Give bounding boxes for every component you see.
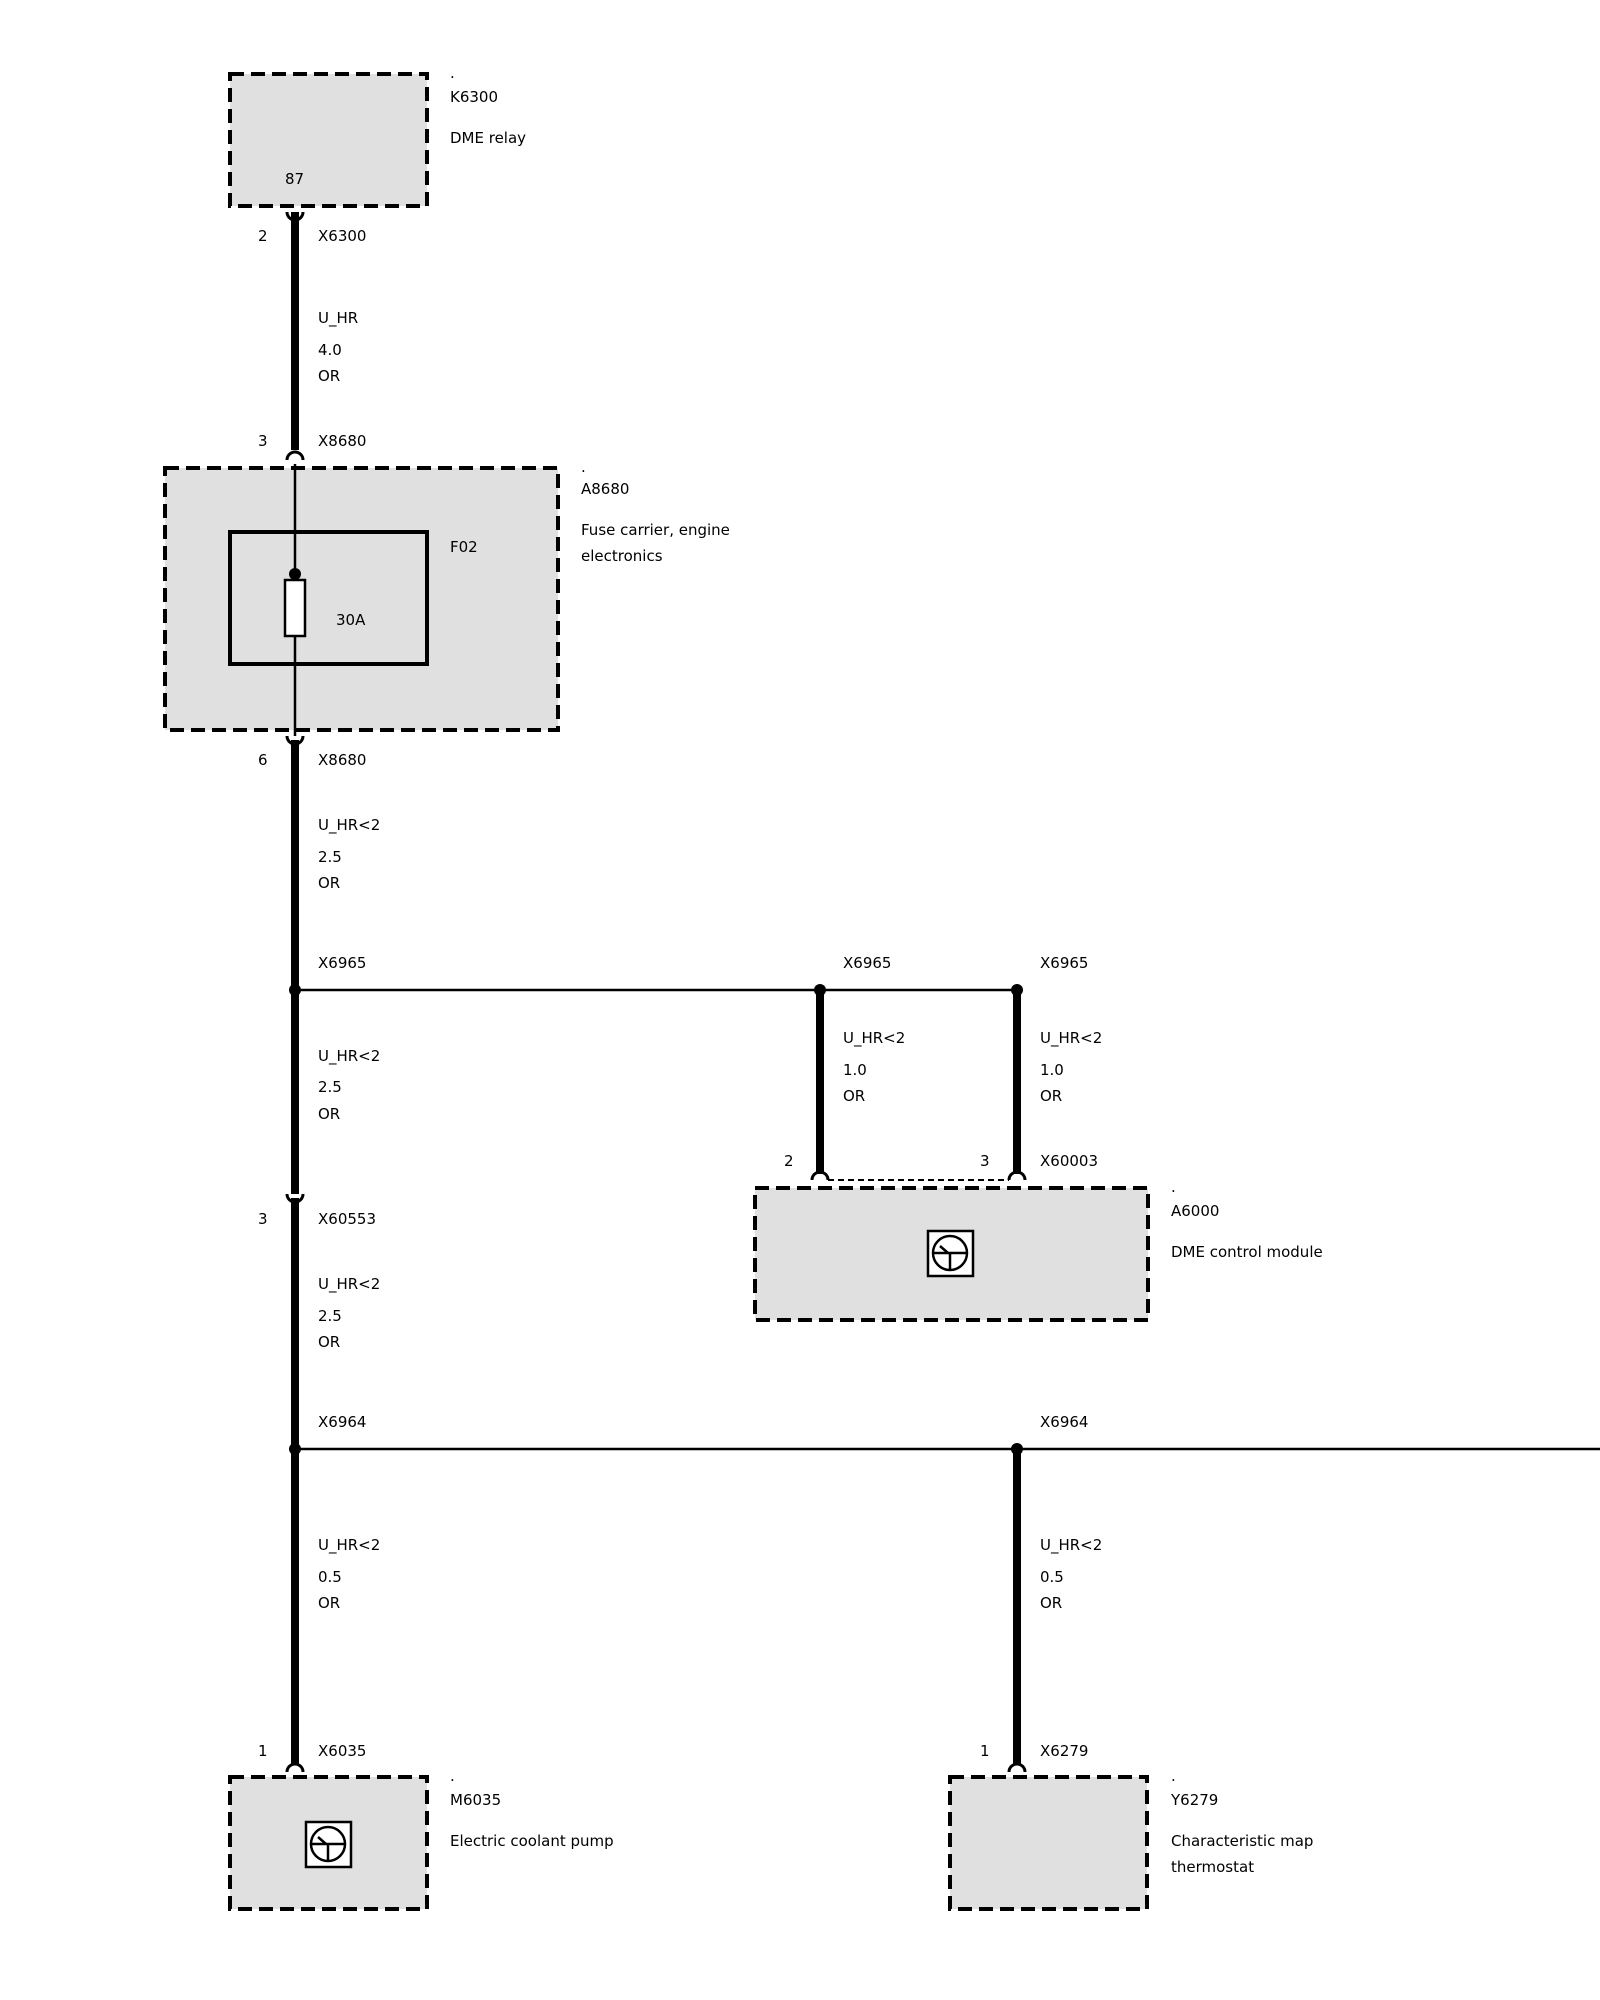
x6964-left-id: X6964 [318, 1413, 366, 1431]
x6965-mid-id: X6965 [843, 954, 891, 972]
x6965-right-id: X6965 [1040, 954, 1088, 972]
m6035-name: Electric coolant pump [450, 1832, 614, 1850]
wire8-size: 0.5 [1040, 1568, 1064, 1586]
wire4-size: 1.0 [843, 1061, 867, 1079]
x6035-id: X6035 [318, 1742, 366, 1760]
y6279-map-thermostat-box[interactable] [948, 1775, 1149, 1911]
x6035-pin: 1 [258, 1742, 268, 1760]
x6279-pin: 1 [980, 1742, 990, 1760]
x6300-id: X6300 [318, 227, 366, 245]
wire3-color: OR [318, 1105, 340, 1123]
wire2-signal: U_HR<2 [318, 816, 380, 835]
wire5-size: 1.0 [1040, 1061, 1064, 1079]
wire7-signal: U_HR<2 [318, 1536, 380, 1555]
a8680-name-line1: Fuse carrier, engine [581, 521, 730, 539]
m6035-id: M6035 [450, 1791, 501, 1809]
wire4-signal: U_HR<2 [843, 1029, 905, 1048]
x8680-in-connector-symbol [285, 450, 305, 461]
f02-fuse-rating: 30A [336, 611, 366, 629]
wire7-size: 0.5 [318, 1568, 342, 1586]
m6035-dot: . [450, 1767, 455, 1785]
y6279-id: Y6279 [1170, 1791, 1218, 1809]
x8680-in-id: X8680 [318, 432, 366, 450]
a8680-dot: . [581, 458, 586, 476]
x60553-id: X60553 [318, 1210, 376, 1228]
a8680-fuse-carrier-box[interactable] [163, 466, 560, 732]
x60553-pin: 3 [258, 1210, 268, 1228]
wire8-color: OR [1040, 1594, 1062, 1612]
x8680-in-pin: 3 [258, 432, 268, 450]
wire2-size: 2.5 [318, 848, 342, 866]
wire6-color: OR [318, 1333, 340, 1351]
x6035-connector-symbol [285, 1762, 305, 1773]
x6964-right-id: X6964 [1040, 1413, 1088, 1431]
m6035-electronic-module-icon [304, 1820, 353, 1869]
y6279-name-line2: thermostat [1171, 1858, 1254, 1876]
k6300-dme-relay-box[interactable] [228, 72, 429, 208]
k6300-name: DME relay [450, 129, 526, 147]
a6000-name: DME control module [1171, 1243, 1323, 1261]
a6000-dot: . [1171, 1178, 1176, 1196]
y6279-dot: . [1171, 1767, 1176, 1785]
a8680-name-line2: electronics [581, 547, 663, 565]
k6300-id: K6300 [450, 88, 498, 106]
wire6-signal: U_HR<2 [318, 1275, 380, 1294]
fuse-node [289, 568, 301, 580]
wire6-size: 2.5 [318, 1307, 342, 1325]
x60003-pin3-symbol [1007, 1170, 1027, 1181]
x6279-connector-symbol [1007, 1762, 1027, 1773]
wire2-color: OR [318, 874, 340, 892]
wire1-signal: U_HR [318, 309, 358, 328]
a6000-electronic-module-icon [926, 1229, 975, 1278]
wire4-color: OR [843, 1087, 865, 1105]
x6300-pin: 2 [258, 227, 268, 245]
x8680-out-pin: 6 [258, 751, 268, 769]
wire1-size: 4.0 [318, 341, 342, 359]
x60003-id: X60003 [1040, 1152, 1098, 1170]
x8680-out-id: X8680 [318, 751, 366, 769]
f02-fuse-id: F02 [450, 538, 478, 556]
x60003-pin2-symbol [810, 1170, 830, 1181]
k6300-pin: 87 [285, 170, 304, 188]
x6279-id: X6279 [1040, 1742, 1088, 1760]
y6279-name-line1: Characteristic map [1171, 1832, 1313, 1850]
wire3-size: 2.5 [318, 1078, 342, 1096]
wire5-color: OR [1040, 1087, 1062, 1105]
wire3-signal: U_HR<2 [318, 1047, 380, 1066]
x60003-pin-b: 3 [980, 1152, 990, 1170]
wire1-color: OR [318, 367, 340, 385]
a8680-id: A8680 [581, 480, 629, 498]
f02-fuse-holder [228, 530, 429, 666]
m6035-electric-coolant-pump-box[interactable] [228, 1775, 429, 1911]
wire7-color: OR [318, 1594, 340, 1612]
wire8-signal: U_HR<2 [1040, 1536, 1102, 1555]
k6300-dot: . [450, 64, 455, 82]
fuse-symbol [283, 578, 307, 638]
x6965-main-id: X6965 [318, 954, 366, 972]
a6000-id: A6000 [1171, 1202, 1219, 1220]
wire5-signal: U_HR<2 [1040, 1029, 1102, 1048]
x60003-pin-a: 2 [784, 1152, 794, 1170]
